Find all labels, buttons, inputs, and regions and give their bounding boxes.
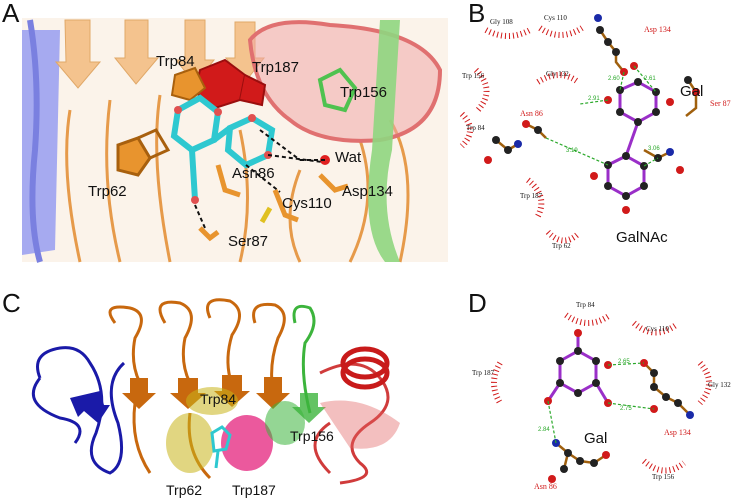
distance-2: 2.75: [620, 406, 632, 412]
label-trp187: Trp 187: [520, 192, 543, 200]
distance-1: 2.60: [608, 76, 620, 82]
label-trp62: Trp62: [88, 183, 127, 200]
surface-trp187: [221, 415, 273, 471]
panel-letter-c: C: [2, 288, 21, 318]
label-ser87: Ser87: [228, 233, 268, 250]
label-gly132: Gly 132: [708, 381, 731, 389]
label-asn86: Asn 86: [534, 482, 557, 491]
hydrophobic-arc: [697, 360, 712, 406]
panel-letter-b: B: [468, 0, 486, 28]
panel-b-ligplot: 2.60 2.61 2.91 3.19 3.06 Gly 108 Cys 110…: [459, 14, 731, 250]
panel-b: 2.60 2.61 2.91 3.19 3.06 Gly 108 Cys 110…: [448, 0, 745, 265]
label-cys110: Cys110: [282, 195, 332, 212]
atoms: [484, 14, 700, 214]
label-trp84: Trp 84: [576, 301, 595, 309]
label-ser87: Ser 87: [710, 99, 731, 108]
label-trp84: Trp 84: [466, 124, 485, 132]
label-trp62: Trp 62: [552, 242, 571, 250]
beta-strand: [170, 378, 206, 409]
label-galnac: GalNAc: [616, 229, 668, 246]
blue-domain: [22, 30, 60, 255]
distance-5: 3.06: [648, 146, 660, 152]
distance-2: 2.61: [644, 76, 656, 82]
panel-d-ligplot: 2.65 2.75 2.84 Trp 84 Cys 110 Gly 132 Tr…: [472, 301, 731, 491]
hydrophobic-arc: [564, 312, 612, 326]
label-cys110: Cys 110: [544, 14, 567, 22]
label-trp187: Trp187: [252, 59, 299, 76]
hydrophobic-arc: [484, 27, 532, 39]
distance-4: 3.19: [566, 148, 578, 154]
label-trp156: Trp156: [290, 428, 334, 444]
label-trp156: Trp156: [340, 84, 387, 101]
panel-a: Trp84 Trp187 Trp156 Trp62 Asn86 Wat Cys1…: [0, 0, 448, 265]
label-asp134: Asp 134: [664, 428, 691, 437]
label-gal: Gal: [680, 83, 703, 100]
surface-trp84: [186, 387, 238, 415]
panel-letter-a: A: [2, 0, 20, 28]
label-asn86: Asn86: [232, 165, 275, 182]
label-trp156: Trp 156: [652, 473, 675, 481]
hydrophobic-arc: [641, 458, 686, 474]
label-asn86: Asn 86: [520, 109, 543, 118]
hydrophobic-arc: [491, 361, 503, 405]
label-trp62: Trp62: [166, 482, 202, 498]
label-trp156: Trp 156: [462, 72, 485, 80]
panel-c-structure: Trp84 Trp156 Trp62 Trp187: [31, 298, 400, 498]
beta-strand: [113, 19, 160, 85]
green-strand: [355, 20, 400, 262]
distance-3: 2.84: [538, 427, 550, 433]
beta-strand: [54, 19, 102, 89]
label-gly108: Gly 108: [490, 18, 513, 26]
label-trp187: Trp187: [232, 482, 276, 498]
surface-trp156: [265, 401, 305, 445]
hydrophobic-arc: [631, 320, 678, 336]
beta-strand: [122, 378, 156, 409]
label-trp84: Trp84: [200, 391, 236, 407]
distance-3: 2.91: [588, 96, 600, 102]
blue-strand: [70, 391, 110, 423]
beta-strand: [256, 377, 290, 409]
label-gly132: Gly 132: [546, 70, 569, 78]
surface-trp62: [166, 413, 214, 473]
panel-c: Trp84 Trp156 Trp62 Trp187: [0, 283, 448, 501]
label-gal: Gal: [584, 430, 607, 447]
label-trp84: Trp84: [156, 53, 195, 70]
label-cys110: Cys 110: [646, 325, 669, 333]
hydrophobic-arc: [538, 25, 584, 38]
panel-a-structure: Trp84 Trp187 Trp156 Trp62 Asn86 Wat Cys1…: [22, 18, 448, 263]
hydrophobic-arc: [473, 67, 490, 113]
label-asp134: Asp 134: [644, 25, 671, 34]
hydrophobic-arc: [545, 229, 581, 244]
label-trp187: Trp 187: [472, 369, 495, 377]
panel-d: 2.65 2.75 2.84 Trp 84 Cys 110 Gly 132 Tr…: [448, 283, 745, 501]
panel-letter-d: D: [468, 288, 487, 318]
label-wat: Wat: [335, 149, 362, 166]
label-asp134: Asp134: [342, 183, 393, 200]
distance-1: 2.65: [618, 359, 630, 365]
